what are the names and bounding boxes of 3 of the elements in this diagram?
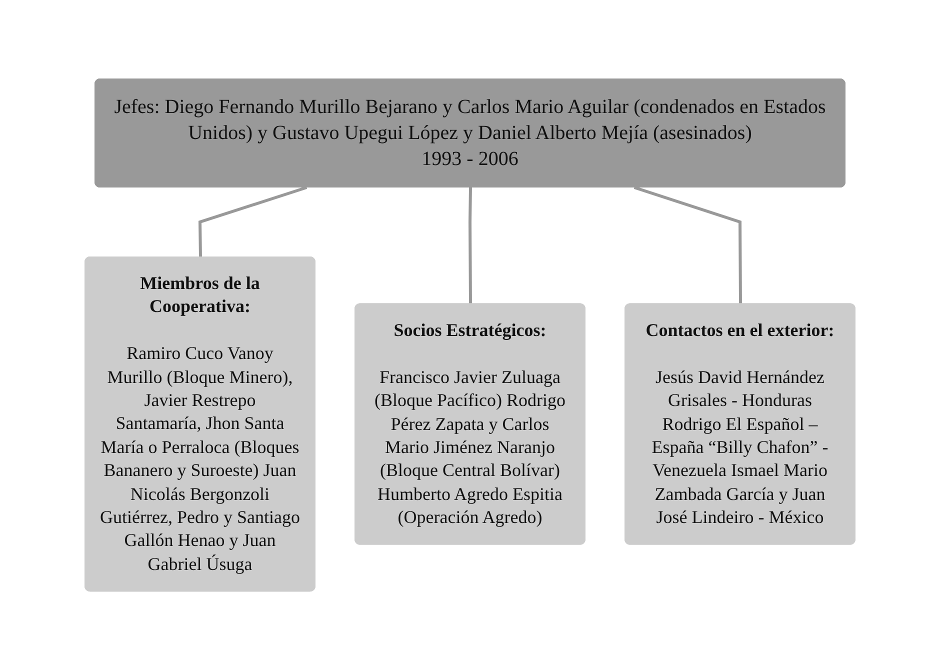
connector [468, 187, 472, 304]
connector [634, 186, 742, 304]
connector [198, 186, 308, 258]
